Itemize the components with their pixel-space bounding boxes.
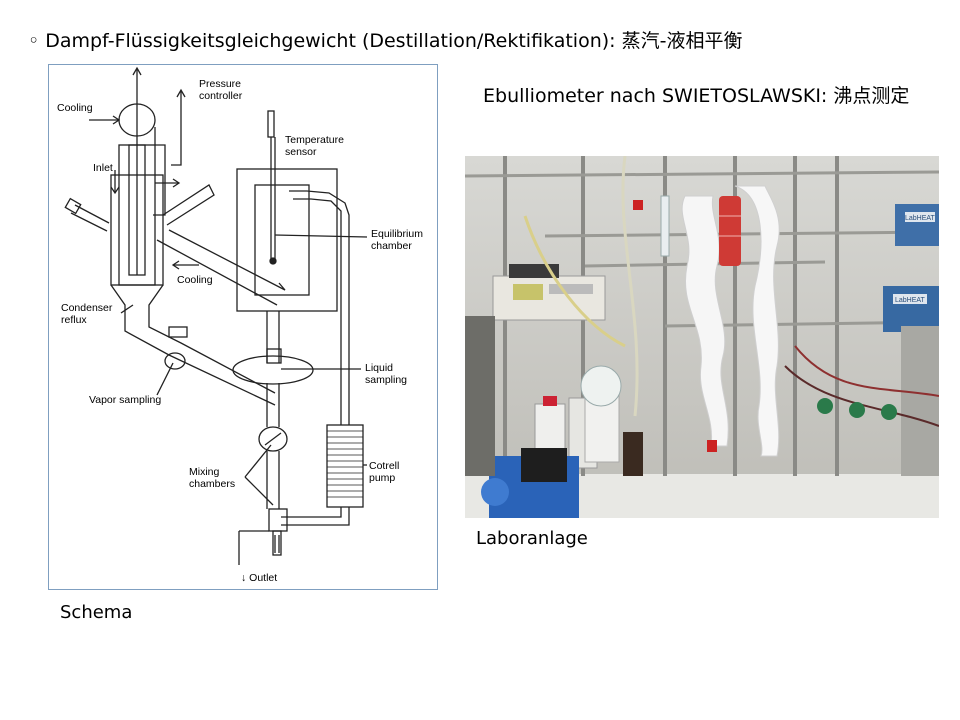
label-vapor-sampling: Vapor sampling (89, 394, 161, 406)
lab-setup-photo: LabHEAT LabHEAT (465, 156, 939, 518)
label-pressure: Pressure (199, 78, 241, 90)
ebulliometer-schematic: Cooling Pressure controller Inlet Temper… (48, 64, 438, 590)
device-brand-1: LabHEAT (905, 215, 936, 222)
label-liquid: Liquid (365, 362, 393, 374)
label-sampling: sampling (365, 374, 407, 386)
label-controller: controller (199, 90, 243, 102)
label-equilibrium: Equilibrium (371, 228, 423, 240)
lab-photo-illustration: LabHEAT LabHEAT (465, 156, 939, 518)
slide-subtitle: Ebulliometer nach SWIETOSLAWSKI: 沸点测定 (483, 85, 910, 107)
label-temperature: Temperature (285, 134, 344, 146)
label-cotrell: Cotrell (369, 460, 399, 472)
label-outlet: ↓ Outlet (241, 572, 277, 584)
label-cooling-mid: Cooling (177, 274, 213, 286)
label-chamber: chamber (371, 240, 412, 252)
cotrell-coil (327, 430, 363, 498)
label-sensor: sensor (285, 146, 317, 158)
schema-caption: Schema (60, 602, 133, 623)
label-pump: pump (369, 472, 395, 484)
bullet-icon: ◦ (28, 30, 40, 52)
label-inlet: Inlet (93, 162, 113, 174)
label-chambers: chambers (189, 478, 235, 490)
label-reflux: reflux (61, 314, 87, 326)
label-cooling-top: Cooling (57, 102, 93, 114)
photo-caption: Laboranlage (476, 528, 588, 549)
label-mixing: Mixing (189, 466, 220, 478)
label-condenser: Condenser (61, 302, 113, 314)
device-brand-2: LabHEAT (895, 297, 926, 304)
schematic-drawing: Cooling Pressure controller Inlet Temper… (57, 66, 423, 584)
slide-heading: ◦Dampf-Flüssigkeitsgleichgewicht (Destil… (28, 26, 742, 53)
heading-text: Dampf-Flüssigkeitsgleichgewicht (Destill… (45, 30, 743, 52)
